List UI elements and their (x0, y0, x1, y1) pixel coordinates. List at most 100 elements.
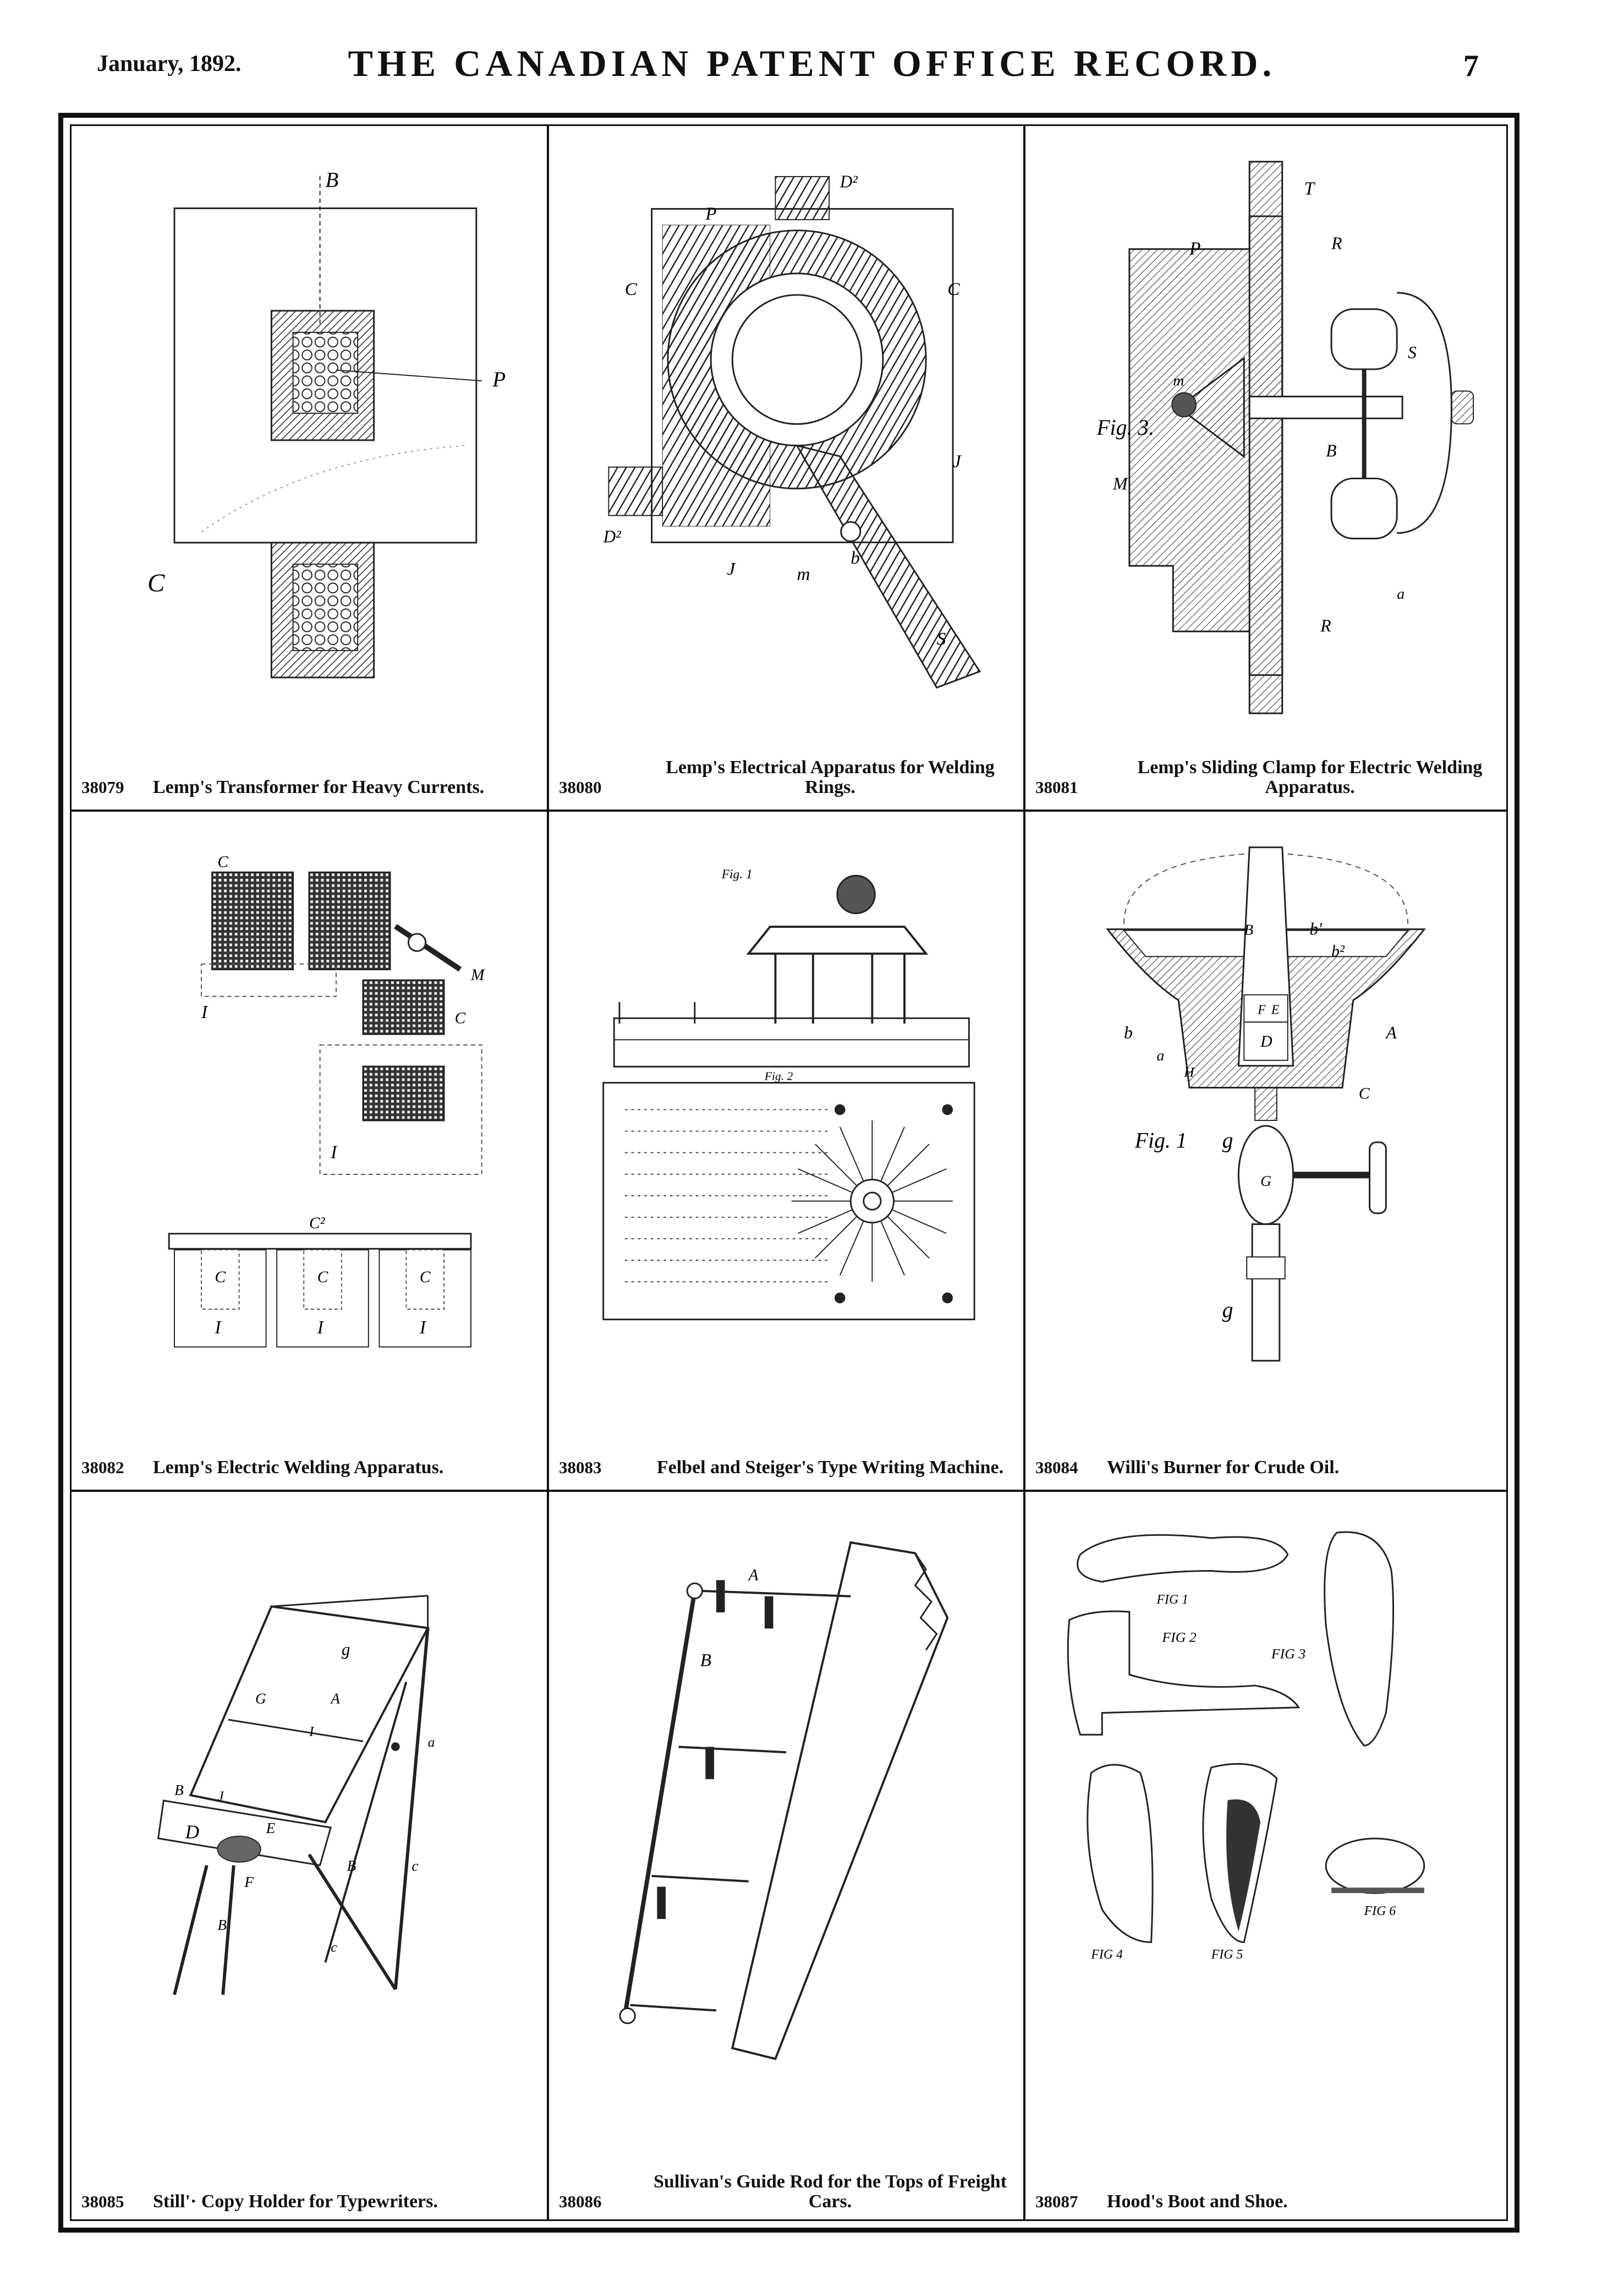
figure-label: T (1304, 178, 1315, 199)
copy-holder-drawing: g G A I B J D E F B c a B c (157, 1595, 435, 1995)
figure-label: C (217, 853, 228, 871)
figure-label: C (147, 568, 165, 597)
figure-label: D (1260, 1032, 1272, 1051)
figure-label: c (331, 1939, 337, 1955)
figure-label: FIG 5 (1211, 1948, 1243, 1962)
figure-label: b (1124, 1023, 1133, 1042)
patent-number: 38086 (559, 2192, 602, 2211)
figure-label: a (1157, 1047, 1165, 1064)
figure-label: G (1260, 1173, 1271, 1190)
patent-cell-38080: P C C D² D² J J m b S 38080 Lemp's Elect… (549, 126, 1023, 809)
transformer-drawing: B P C (147, 168, 506, 679)
figure-label: I (317, 1317, 325, 1338)
figure-label: C (317, 1268, 328, 1286)
figure-label: C (215, 1268, 226, 1286)
guide-rod-drawing: B A (619, 1541, 949, 2060)
publication-title: THE CANADIAN PATENT OFFICE RECORD. (348, 42, 1276, 84)
figure-label: D² (840, 172, 858, 191)
page-number: 7 (1463, 49, 1479, 83)
figure-label: FIG 3 (1271, 1645, 1305, 1661)
grid-divider-vertical-1 (547, 126, 549, 2219)
plate-frame: B P C 38079 Lemp's Transformer for Heavy… (58, 113, 1519, 2233)
patent-cell-38087: FIG 1 FIG 2 FIG 3 FIG 4 FIG 5 FIG 6 3808… (1025, 1492, 1506, 2224)
welding-rings-drawing: P C C D² D² J J m b S (603, 172, 981, 689)
grid-divider-horizontal-2 (72, 1490, 1506, 1492)
electric-welding-drawing: C I C M I C² C C C I I I (168, 853, 485, 1348)
patent-number: 38085 (81, 2192, 124, 2211)
figure-label: B (700, 1650, 711, 1671)
figure-label: Fig. 3. (1096, 415, 1154, 440)
figure-label: A (748, 1566, 759, 1584)
figure-label: I (215, 1317, 222, 1338)
patent-title: Felbel and Steiger's Type Writing Machin… (656, 1457, 1004, 1478)
patent-number: 38084 (1035, 1458, 1078, 1477)
boot-shoe-drawing: FIG 1 FIG 2 FIG 3 FIG 4 FIG 5 FIG 6 (1067, 1531, 1425, 1962)
patent-title: Sullivan's Guide Rod for the Tops of Fre… (653, 2171, 1007, 2212)
patent-title: Lemp's Electrical Apparatus for Welding … (666, 757, 995, 797)
figure-label: J (953, 451, 962, 472)
figure-label: A (330, 1691, 340, 1707)
patent-cell-38084: B b' b² F E D A b a H C Fig. 1 g G (1025, 812, 1506, 1490)
electric-welding-figure: C I C M I C² C C C I I I (94, 834, 525, 1407)
figure-label: S (937, 628, 946, 649)
patent-number: 38082 (81, 1458, 124, 1477)
guide-rod-figure: B A (571, 1514, 1001, 2141)
figure-label: B (325, 168, 338, 192)
figure-label: P (492, 368, 506, 391)
figure-label: Fig. 2 (764, 1070, 793, 1083)
patent-caption: 38079 Lemp's Transformer for Heavy Curre… (81, 778, 537, 797)
patent-cell-38085: g G A I B J D E F B c a B c (72, 1492, 547, 2224)
figure-label: B (217, 1917, 227, 1933)
patent-caption: 38080 Lemp's Electrical Apparatus for We… (559, 758, 1013, 797)
figure-label: FIG 1 (1156, 1593, 1189, 1607)
figure-label: B (1326, 441, 1336, 461)
figure-label: S (1408, 343, 1417, 362)
patent-cell-38081: Fig. 3. P T R S B M m R a 38081 Lemp's S… (1025, 126, 1506, 809)
figure-label: I (309, 1723, 315, 1739)
figure-label: D (185, 1822, 199, 1843)
figure-label: C (455, 1010, 466, 1027)
figure-label: b' (1309, 920, 1323, 939)
figure-label: I (201, 1002, 209, 1022)
figure-label: C (625, 279, 638, 299)
figure-label: g (1222, 1298, 1233, 1322)
oil-burner-drawing: B b' b² F E D A b a H C Fig. 1 g G (1106, 846, 1426, 1362)
patent-title: Lemp's Transformer for Heavy Currents. (153, 777, 485, 797)
figure-label: Fig. 1 (721, 867, 753, 882)
figure-label: FIG 6 (1364, 1904, 1396, 1918)
patent-number: 38079 (81, 778, 124, 797)
patent-caption: 38085 Still'· Copy Holder for Typewriter… (81, 2192, 537, 2212)
patent-caption: 38084 Willi's Burner for Crude Oil. (1035, 1458, 1496, 1478)
issue-date: January, 1892. (97, 51, 242, 76)
figure-label: F (1257, 1003, 1266, 1017)
page-header: January, 1892. THE CANADIAN PATENT OFFIC… (0, 0, 1624, 116)
boot-shoe-figure: FIG 1 FIG 2 FIG 3 FIG 4 FIG 5 FIG 6 (1047, 1514, 1484, 2141)
figure-label: D² (603, 527, 622, 546)
patent-caption: 38081 Lemp's Sliding Clamp for Electric … (1035, 758, 1496, 797)
figure-label: B (174, 1782, 184, 1798)
type-writer-figure: Fig. 1 Fig. 2 (571, 834, 1001, 1407)
patent-caption: 38083 Felbel and Steiger's Type Writing … (559, 1458, 1013, 1478)
patent-number: 38080 (559, 778, 602, 797)
figure-label: C (1359, 1084, 1370, 1102)
figure-label: I (330, 1142, 338, 1163)
figure-label: a (428, 1734, 435, 1750)
figure-label: R (1320, 616, 1331, 635)
figure-label: E (266, 1820, 276, 1836)
figure-label: m (1173, 373, 1184, 390)
figure-label: B (347, 1857, 356, 1874)
figure-label: J (217, 1788, 224, 1804)
patent-number: 38081 (1035, 778, 1078, 797)
figure-label: g (1222, 1129, 1233, 1153)
type-writer-drawing: Fig. 1 Fig. 2 (602, 867, 975, 1321)
patent-grid: B P C 38079 Lemp's Transformer for Heavy… (72, 126, 1506, 2219)
figure-label: B (1244, 922, 1253, 939)
patent-title: Willi's Burner for Crude Oil. (1107, 1457, 1340, 1478)
figure-label: E (1271, 1003, 1280, 1017)
figure-label: G (255, 1691, 266, 1707)
patent-caption: 38087 Hood's Boot and Shoe. (1035, 2192, 1496, 2212)
figure-label: H (1183, 1064, 1195, 1080)
figure-label: g (342, 1639, 350, 1659)
figure-label: m (797, 564, 810, 584)
patent-cell-38086: B A 38086 Sullivan's Guide Rod for the T… (549, 1492, 1023, 2224)
